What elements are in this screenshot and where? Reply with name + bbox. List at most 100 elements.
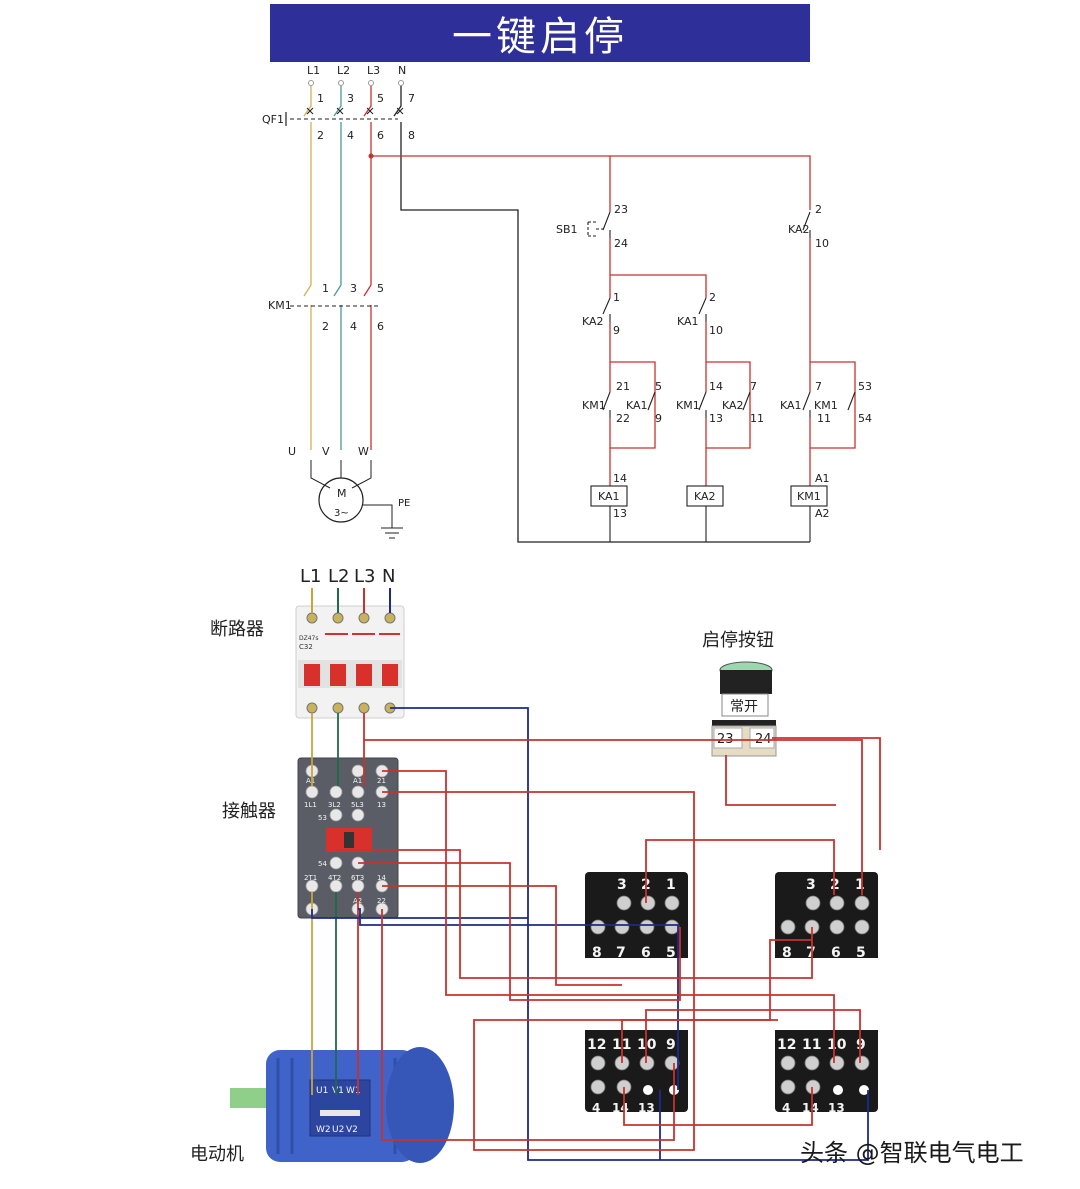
ka1-pin-6: 6 [641, 945, 651, 961]
ka1-pin-14: 14 [612, 1101, 629, 1115]
ka2-top-pin-10: 10 [815, 237, 829, 250]
ct-13: 13 [377, 801, 386, 809]
ct-4t2: 4T2 [328, 874, 341, 882]
ct-53: 53 [318, 814, 327, 822]
branch2-km-bottom: 13 [709, 412, 723, 425]
ka2-pin-10: 10 [827, 1037, 847, 1053]
km1-main-pin-6: 6 [377, 320, 384, 333]
pe-label: PE [398, 498, 410, 509]
contactor: A1 1L1 3L2 5L3 A1 21 13 53 54 2T1 4T2 6T… [297, 757, 399, 919]
ka1-pin-5: 5 [666, 945, 676, 961]
branch1-hold-bottom: 9 [655, 412, 662, 425]
qf1-pin-8: 8 [408, 129, 415, 142]
ka1-pin-12: 12 [587, 1037, 606, 1053]
qf1-pin-1: 1 [317, 92, 324, 105]
branch2-hold-top: 7 [750, 380, 757, 393]
motor-u1: U1 [316, 1086, 328, 1096]
branch2-nc-top: 2 [709, 291, 716, 304]
ka1-pin-7: 7 [616, 945, 626, 961]
ct-a1-left: A1 [306, 777, 315, 785]
title-banner: 一键启停 [270, 4, 810, 62]
branch1-hold-label: KA1 [626, 399, 648, 412]
ka1-pin-1: 1 [666, 877, 676, 893]
motor-symbol-3phase: 3~ [334, 508, 349, 519]
branch1-km-label: KM1 [582, 399, 606, 412]
relay-base-ka1: 3 2 1 8 7 6 5 12 11 10 9 4 14 13 [585, 872, 688, 1115]
ct-6t3: 6T3 [351, 874, 364, 882]
ka2-pin-6: 6 [831, 945, 841, 961]
branch3-km-bottom: 54 [858, 412, 872, 425]
ka2-top-pin-2: 2 [815, 203, 822, 216]
button-label: 启停按钮 [702, 630, 774, 651]
coil-ka1-label: KA1 [598, 490, 620, 503]
branch1-km-bottom: 22 [616, 412, 630, 425]
branch3-km-label: KM1 [814, 399, 838, 412]
ka2-pin-1: 1 [855, 877, 865, 893]
coil-ka2-label: KA2 [694, 490, 716, 503]
qf1-pin-6: 6 [377, 129, 384, 142]
motor-u2: U2 [332, 1125, 344, 1135]
qf1-pin-5: 5 [377, 92, 384, 105]
phase-label-n: N [398, 64, 406, 77]
ka2-pin-13: 13 [828, 1101, 845, 1115]
motor-v1: V1 [332, 1086, 344, 1096]
ct-a1-right: A1 [353, 777, 362, 785]
wiring-illustration: L1 L2 L3 N 断路器 接触器 启停按钮 电动机 DZ47s C32 [190, 566, 1024, 1167]
sb1-pin-24: 24 [614, 237, 628, 250]
phase-label-l1: L1 [307, 64, 320, 77]
start-stop-button[interactable]: 常开 23 24 [711, 661, 777, 757]
motor-terminal-u: U [288, 445, 296, 458]
qf1-label: QF1 [262, 113, 284, 126]
ct-5l3: 5L3 [351, 801, 364, 809]
km1-main-pin-1: 1 [322, 282, 329, 295]
ct-22: 22 [377, 897, 386, 905]
branch1-nc-label: KA2 [582, 315, 604, 328]
ka2-pin-7: 7 [806, 945, 816, 961]
km1-main-pin-3: 3 [350, 282, 357, 295]
qf1-pin-3: 3 [347, 92, 354, 105]
sb1-label: SB1 [556, 223, 578, 236]
page-title: 一键启停 [452, 14, 628, 60]
schematic: L1 L2 L3 N QF1 1 3 5 7 2 4 6 8 [262, 64, 872, 543]
phase-label-l3: L3 [367, 64, 380, 77]
ka2-pin-4: 4 [782, 1101, 790, 1115]
km1-main-label: KM1 [268, 299, 292, 312]
branch2-hold-bottom: 11 [750, 412, 764, 425]
ka1-pin-9: 9 [666, 1037, 676, 1053]
branch1-coil-bottom: 13 [613, 507, 627, 520]
qf1-pin-7: 7 [408, 92, 415, 105]
branch1-coil-top: 14 [613, 472, 627, 485]
qf1-pin-4: 4 [347, 129, 354, 142]
wiring-label-l2: L2 [328, 566, 349, 587]
branch1-km-top: 21 [616, 380, 630, 393]
branch2-nc-bottom: 10 [709, 324, 723, 337]
branch2-km-top: 14 [709, 380, 723, 393]
wiring-label-n: N [382, 566, 395, 587]
branch1-nc-top: 1 [613, 291, 620, 304]
motor-symbol-m: M [337, 487, 347, 500]
wiring-label-l1: L1 [300, 566, 321, 587]
relay-base-ka2: 3 2 1 8 7 6 5 12 11 10 9 4 14 13 [775, 872, 878, 1115]
motor-w2: W2 [316, 1125, 331, 1135]
breaker-model: DZ47s [299, 635, 319, 642]
breaker-label: 断路器 [210, 619, 264, 640]
branch2-hold-label: KA2 [722, 399, 744, 412]
ka1-pin-3: 3 [617, 877, 627, 893]
coil-ka2 [686, 485, 724, 507]
branch1-hold-top: 5 [655, 380, 662, 393]
ka2-pin-3: 3 [806, 877, 816, 893]
motor-v2: V2 [346, 1125, 358, 1135]
km1-main-pin-2: 2 [322, 320, 329, 333]
contactor-label: 接触器 [222, 801, 276, 822]
branch3-km-top: 53 [858, 380, 872, 393]
ka2-top-label: KA2 [788, 223, 810, 236]
coil-km1-label: KM1 [797, 490, 821, 503]
ct-2t1: 2T1 [304, 874, 317, 882]
branch2-km-label: KM1 [676, 399, 700, 412]
coil-km1 [790, 485, 828, 507]
button-type: 常开 [730, 699, 758, 715]
ct-3l2: 3L2 [328, 801, 341, 809]
branch1-nc-bottom: 9 [613, 324, 620, 337]
